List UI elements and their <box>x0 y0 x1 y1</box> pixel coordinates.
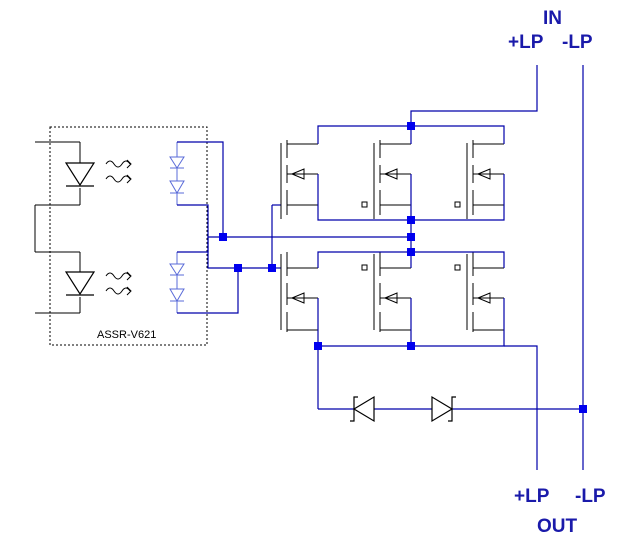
mosfet-bank-lower <box>280 252 504 332</box>
light-emission-upper <box>105 159 132 184</box>
part-number-label: ASSR-V621 <box>97 329 157 341</box>
junction-dot <box>579 405 587 413</box>
led-lower <box>64 271 96 296</box>
output-minus-label: -LP <box>575 486 606 507</box>
input-title: IN <box>543 8 562 29</box>
photodiode-stack-lower <box>169 252 185 313</box>
junction-dot <box>407 248 415 256</box>
input-minus-label: -LP <box>562 32 593 53</box>
junction-dot <box>407 122 415 130</box>
light-emission-lower <box>105 271 132 296</box>
mosfet-wiring <box>317 125 583 410</box>
junction-dot <box>407 233 415 241</box>
junction-dot <box>234 264 242 272</box>
mosfet-bank-upper <box>280 140 504 219</box>
junction-dot <box>407 342 415 350</box>
opto-output-wiring <box>177 141 411 314</box>
junction-dots <box>219 122 587 413</box>
junction-dot <box>219 233 227 241</box>
input-plus-label: +LP <box>508 32 544 53</box>
junction-dot <box>268 264 276 272</box>
power-rails <box>410 65 584 470</box>
tvs-diode-left <box>350 395 375 423</box>
input-led-string <box>34 141 81 314</box>
optocoupler-box <box>49 126 208 346</box>
photodiode-stack-upper <box>169 142 185 205</box>
junction-dot <box>407 216 415 224</box>
tvs-diode-right <box>431 395 456 423</box>
junction-dot <box>314 342 322 350</box>
led-upper <box>64 162 96 187</box>
output-plus-label: +LP <box>514 486 550 507</box>
output-title: OUT <box>537 516 578 537</box>
